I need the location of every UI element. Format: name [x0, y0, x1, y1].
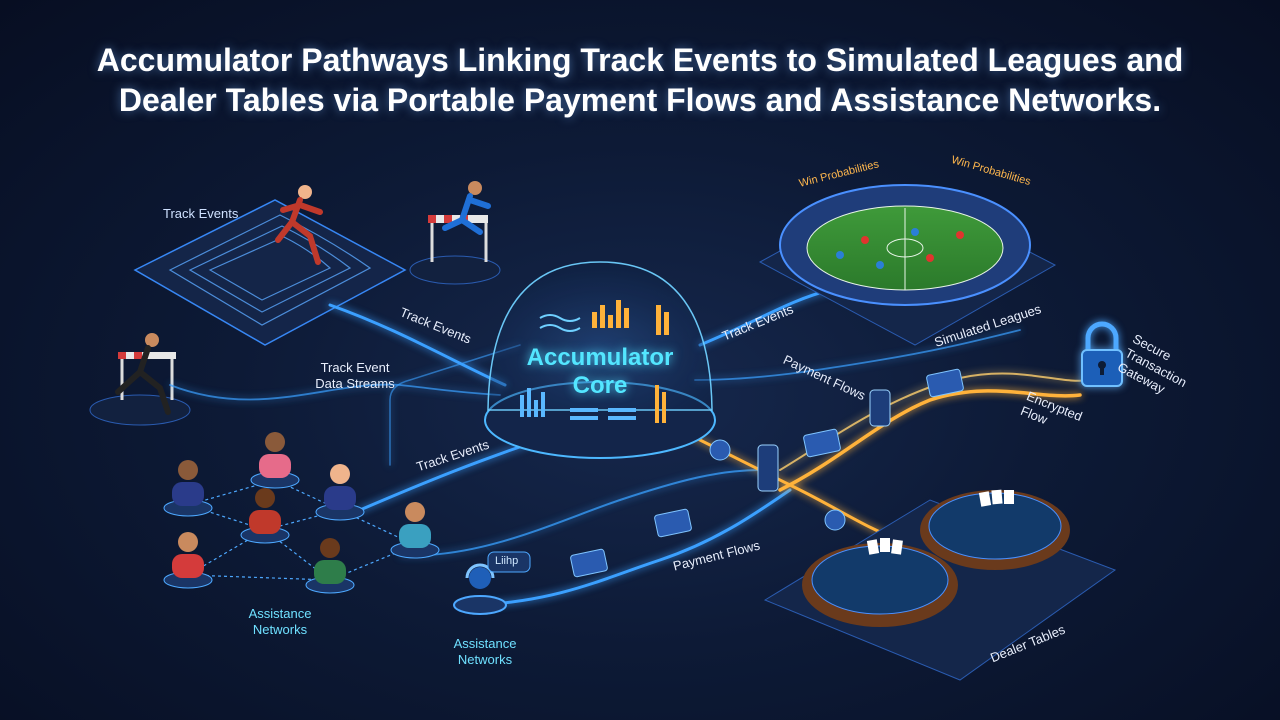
page-title: Accumulator Pathways Linking Track Event…	[0, 40, 1280, 120]
accumulator-core-label: Accumulator Core	[500, 344, 700, 400]
label-assistance-bottom-line1: Assistance	[453, 636, 517, 651]
sprinter-figure	[275, 185, 323, 265]
label-assistance-left-line2: Networks	[252, 622, 308, 637]
label-track-events-top: Track Events	[163, 206, 239, 221]
track-events-platform	[133, 185, 407, 346]
hurdle-left	[89, 333, 191, 426]
label-track-event-line1: Track Event	[320, 360, 390, 375]
blue-flow-paths	[169, 288, 1021, 607]
agent-avatars	[163, 432, 507, 615]
label-track-event-data-streams: Track Event Data Streams	[300, 360, 410, 392]
payment-card-icons	[570, 368, 964, 578]
label-assistance-left-line1: Assistance	[248, 606, 312, 621]
simulated-leagues-stadium	[758, 184, 1057, 346]
accumulator-core-dome	[484, 261, 716, 459]
help-bubble	[487, 551, 531, 573]
core-line-1: Accumulator	[526, 344, 674, 371]
title-line-1: Accumulator Pathways Linking Track Event…	[96, 42, 1184, 78]
title-line-2: Dealer Tables via Portable Payment Flows…	[118, 82, 1162, 118]
label-assistance-bottom-line2: Networks	[457, 652, 513, 667]
lock-icon	[1081, 321, 1123, 387]
label-track-event-line2: Data Streams	[315, 376, 395, 391]
label-assistance-networks-left: Assistance Networks	[225, 606, 335, 638]
label-assistance-networks-bottom: Assistance Networks	[430, 636, 540, 668]
help-bubble-text: Liihp	[495, 555, 519, 567]
assistance-network	[163, 432, 531, 615]
dealer-tables	[763, 489, 1117, 681]
core-line-2: Core	[572, 372, 628, 399]
hurdle-top	[409, 181, 501, 285]
